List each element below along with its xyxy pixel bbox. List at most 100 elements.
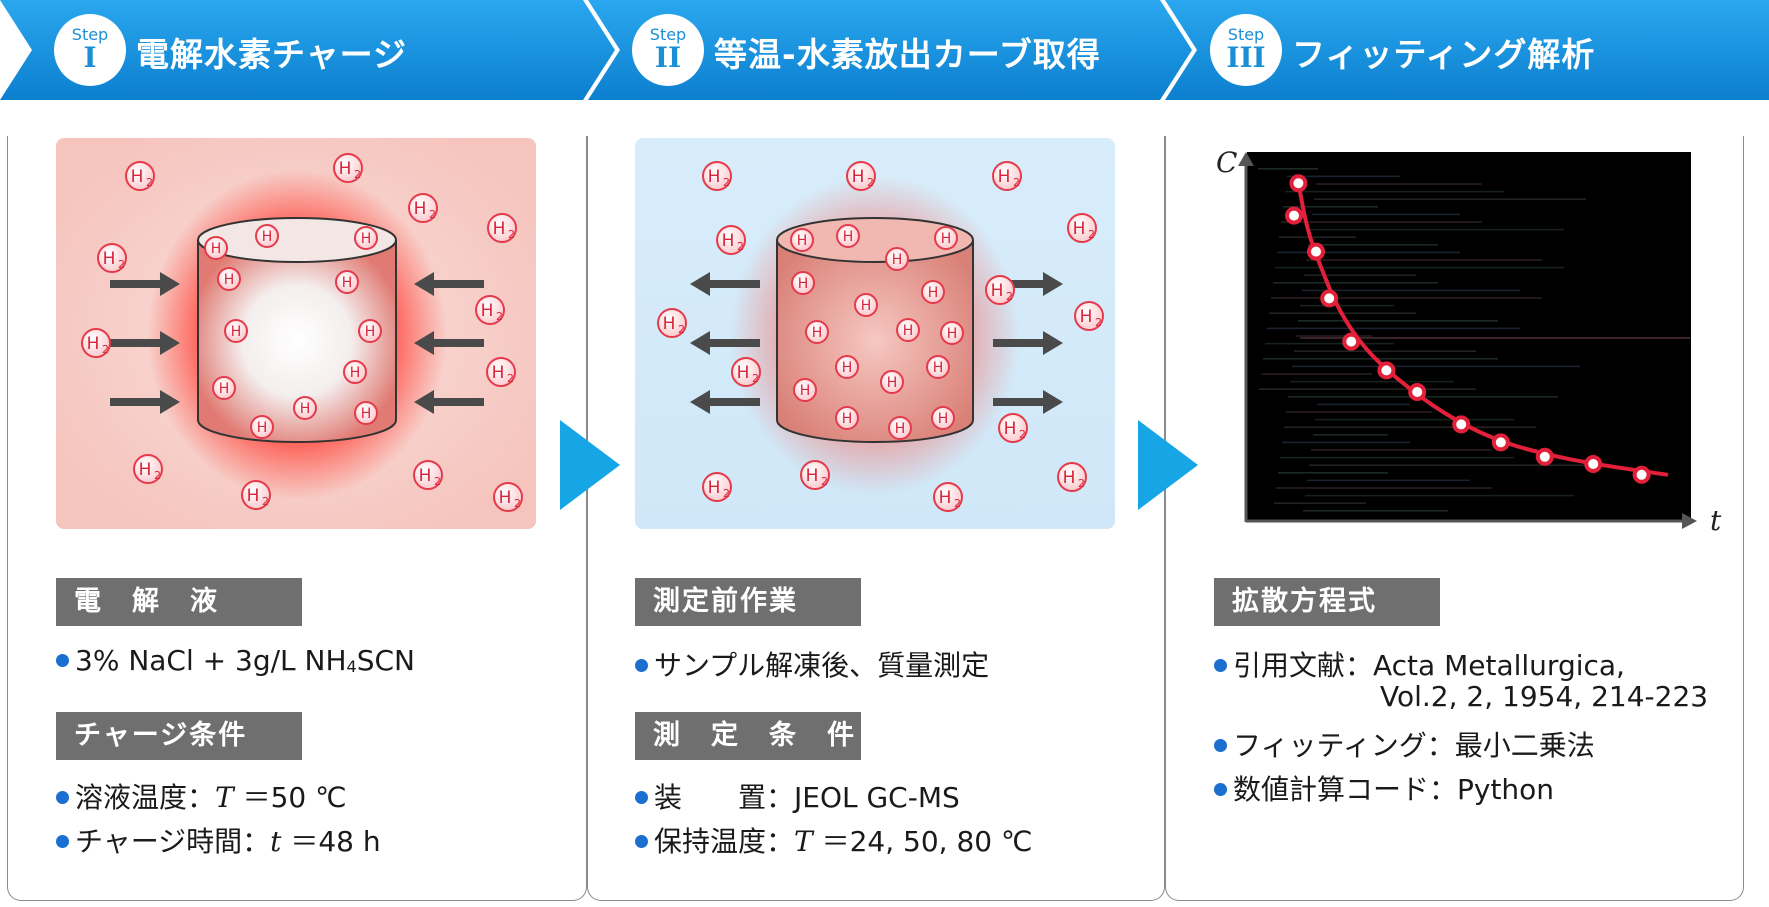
bullet-dot-icon [1214, 738, 1227, 752]
h-atom-icon: H [835, 355, 859, 379]
svg-text:H: H [941, 231, 952, 247]
x-axis-arrow-icon [1682, 513, 1697, 529]
svg-text:H: H [842, 360, 853, 376]
h-atom-icon: H [217, 267, 241, 291]
holding-temp-value: ＝24, 50, 80 ℃ [812, 825, 1033, 858]
data-point [1452, 415, 1471, 434]
svg-text:2: 2 [496, 310, 503, 323]
svg-text:H: H [812, 325, 823, 341]
h-atom-icon: H [354, 401, 378, 425]
step-word: Step [71, 25, 109, 44]
data-point [1342, 332, 1361, 351]
svg-text:H: H [493, 219, 506, 239]
h-atom-icon: H [896, 318, 920, 342]
svg-text:H: H [211, 241, 222, 257]
h-atom-icon: H [805, 320, 829, 344]
svg-text:2: 2 [146, 176, 153, 189]
solution-temp-value: ＝50 ℃ [233, 781, 347, 814]
svg-text:H: H [892, 252, 903, 268]
bullet-dot-icon [56, 834, 69, 848]
step2-chevron [588, 0, 1192, 100]
svg-text:H: H [800, 383, 811, 399]
step1-badge: Step I [54, 14, 126, 86]
svg-text:2: 2 [429, 208, 436, 221]
svg-text:H: H [928, 285, 939, 301]
time-variable: t [270, 825, 282, 858]
svg-text:H: H [262, 229, 273, 245]
svg-text:2: 2 [954, 497, 961, 510]
svg-text:2: 2 [678, 323, 685, 336]
svg-text:H: H [257, 420, 268, 436]
solution-temp-bullet: 溶液温度：T ＝50 ℃ [56, 776, 347, 816]
h-atom-icon: H [885, 247, 909, 271]
step-word: Step [1227, 25, 1265, 44]
svg-text:2: 2 [737, 240, 744, 253]
h-atom-icon: H [888, 416, 912, 440]
svg-text:2: 2 [723, 176, 730, 189]
svg-text:H: H [1080, 307, 1093, 327]
svg-text:2: 2 [1006, 290, 1013, 303]
svg-text:H: H [737, 363, 750, 383]
svg-text:H: H [342, 275, 353, 291]
h-atom-icon: H [931, 406, 955, 430]
svg-text:H: H [339, 159, 352, 179]
h-atom-icon: H [854, 293, 878, 317]
h-atom-icon: H [940, 321, 964, 345]
h-atom-icon: H [791, 271, 815, 295]
svg-text:H: H [663, 314, 676, 334]
svg-text:2: 2 [154, 469, 161, 482]
data-point [1408, 383, 1427, 401]
charge-time-bullet: チャージ時間：t ＝48 h [56, 820, 381, 860]
header-ribbon [0, 0, 1769, 100]
y-axis-arrow-icon [1238, 152, 1254, 166]
panel-step2 [587, 136, 1165, 901]
svg-text:H: H [1004, 419, 1017, 439]
svg-text:2: 2 [354, 168, 361, 181]
data-point [1307, 242, 1325, 261]
svg-text:H: H [998, 167, 1011, 187]
pre-measurement-text: サンプル解凍後、質量測定 [654, 649, 990, 682]
h-atom-icon: H [250, 415, 274, 439]
step3-badge: Step III [1210, 14, 1282, 86]
bullet-dot-icon [635, 790, 648, 804]
reference-bullet-cont: Vol.2, 2, 1954, 214-223 [1380, 680, 1709, 713]
svg-text:2: 2 [723, 487, 730, 500]
arrow-right-icon [560, 420, 620, 510]
h-atom-icon: H [255, 224, 279, 248]
bullet-dot-icon [56, 653, 69, 667]
svg-text:H: H [947, 326, 958, 342]
reference-text: 引用文献：Acta Metallurgica, [1233, 649, 1625, 682]
bullet-dot-icon [635, 658, 648, 672]
specimen-cylinder-top [197, 217, 397, 263]
svg-text:H: H [361, 406, 372, 422]
temp-variable: T [215, 781, 234, 814]
data-point [1535, 447, 1554, 466]
electrolyte-bullet: 3% NaCl + 3g/L NH4SCN [56, 644, 415, 677]
svg-text:2: 2 [434, 475, 441, 488]
svg-text:2: 2 [867, 176, 874, 189]
code-text: 数値計算コード：Python [1233, 773, 1555, 806]
data-point [1584, 455, 1603, 473]
svg-text:H: H [991, 281, 1004, 301]
svg-text:H: H [708, 167, 721, 187]
svg-text:H: H [933, 360, 944, 376]
data-points [1285, 174, 1651, 484]
data-point [1285, 206, 1303, 225]
svg-text:H: H [131, 167, 144, 187]
svg-text:2: 2 [118, 258, 125, 271]
svg-text:H: H [247, 486, 260, 506]
fitting-bullet: フィッティング：最小二乗法 [1214, 724, 1595, 764]
svg-text:H: H [1073, 219, 1086, 239]
electrolyte-label: 電 解 液 [56, 578, 302, 626]
svg-text:H: H [806, 466, 819, 486]
